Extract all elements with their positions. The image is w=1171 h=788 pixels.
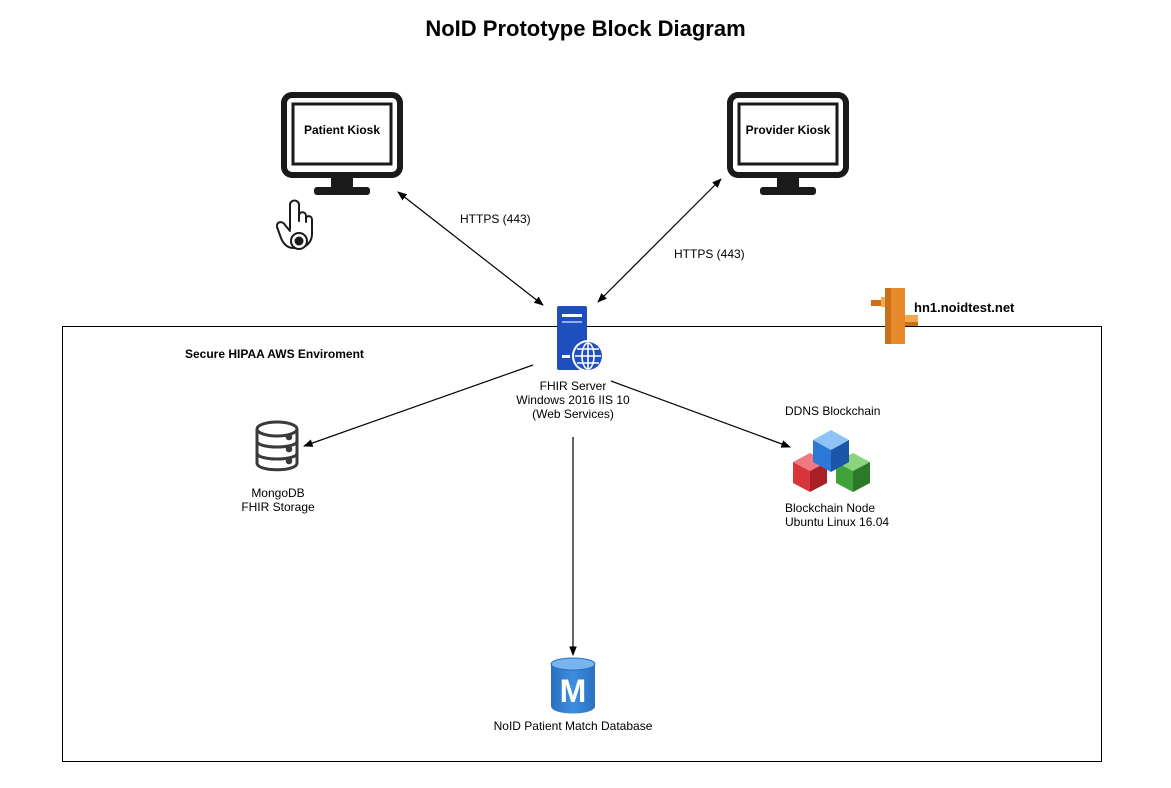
- mongodb-role: FHIR Storage: [241, 500, 315, 514]
- blockchain-caption: Blockchain Node Ubuntu Linux 16.04: [785, 501, 889, 529]
- provider-kiosk-label: Provider Kiosk: [745, 123, 831, 137]
- match-database-letter: M: [560, 673, 587, 709]
- fhir-server-icon: [557, 306, 604, 372]
- fhir-to-mongodb-connector: [303, 364, 534, 447]
- fhir-server-role: (Web Services): [532, 407, 614, 421]
- provider-https-label: HTTPS (443): [674, 247, 745, 261]
- touch-hand-icon: [275, 199, 313, 250]
- dns-hostname-label: hn1.noidtest.net: [914, 300, 1015, 315]
- mongodb-name: MongoDB: [251, 486, 305, 500]
- match-database-label: NoID Patient Match Database: [493, 719, 653, 733]
- fhir-server-caption: FHIR Server Windows 2016 IIS 10 (Web Ser…: [493, 379, 653, 421]
- match-database-icon: M: [550, 657, 596, 714]
- diagram-title: NoID Prototype Block Diagram: [425, 16, 746, 41]
- patient-kiosk-label: Patient Kiosk: [303, 123, 381, 137]
- blockchain-node-name: Blockchain Node: [785, 501, 876, 515]
- provider-to-fhir-connector: [597, 178, 722, 303]
- route53-icon: [871, 288, 918, 344]
- patient-to-fhir-connector: [397, 191, 544, 306]
- environment-label: Secure HIPAA AWS Enviroment: [185, 347, 364, 361]
- fhir-server-name: FHIR Server: [539, 379, 607, 393]
- blockchain-header-label: DDNS Blockchain: [785, 404, 881, 418]
- mongodb-caption: MongoDB FHIR Storage: [218, 486, 338, 514]
- fhir-to-blockchain-connector: [610, 380, 791, 448]
- patient-https-label: HTTPS (443): [460, 212, 531, 226]
- mongodb-database-icon: [255, 420, 299, 472]
- provider-monitor-icon: [727, 92, 849, 195]
- fhir-server-os: Windows 2016 IIS 10: [516, 393, 630, 407]
- patient-monitor-icon: [281, 92, 403, 195]
- blockchain-node-os: Ubuntu Linux 16.04: [785, 515, 890, 529]
- blockchain-cubes-icon: [793, 430, 870, 492]
